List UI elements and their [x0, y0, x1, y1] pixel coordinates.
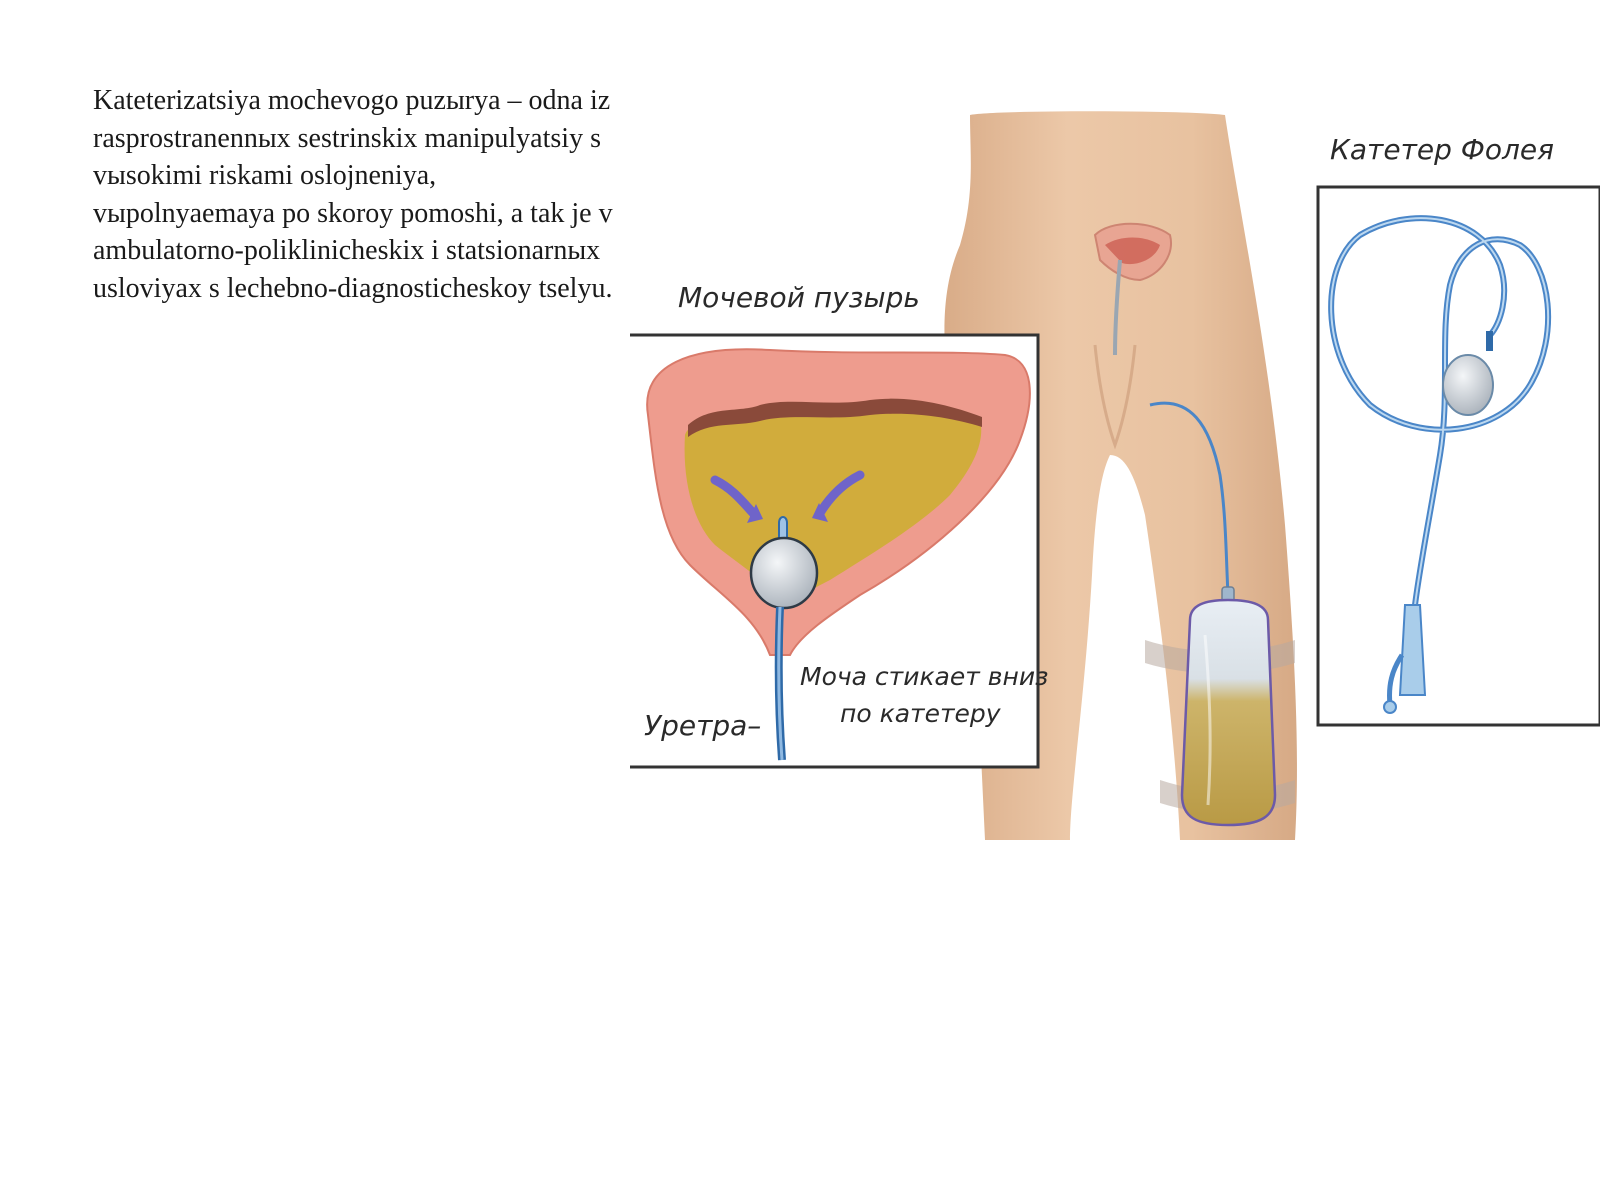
foley-tip	[1486, 331, 1493, 351]
catheter-tube-highlight	[777, 606, 784, 761]
illustration-svg: Моча стикает вниз по катетеру Уретра– Мо…	[630, 111, 1600, 840]
crotch-shading	[1093, 344, 1137, 450]
drainage-tube	[1149, 401, 1230, 596]
bladder-urine-edge	[688, 398, 982, 437]
urine-flow-label-line1: Моча стикает вниз	[800, 662, 1048, 691]
bladder-label: Мочевой пузырь	[678, 281, 920, 314]
body-catheter	[1113, 259, 1122, 356]
urine-flow-label-line2: по катетеру	[840, 699, 1002, 728]
foley-inset-frame	[1316, 185, 1600, 727]
bladder-inset: Моча стикает вниз по катетеру Уретра–	[630, 333, 1048, 769]
foley-label: Катетер Фолея	[1330, 133, 1554, 166]
urethra-label: Уретра–	[644, 709, 761, 742]
foley-inset	[1316, 185, 1600, 727]
flow-arrow-right-head	[812, 503, 828, 522]
foley-connector	[1398, 604, 1427, 696]
slide-body-text: Kateterizatsiya mochevogo puzыrya – odna…	[93, 85, 613, 304]
bag-highlight	[1203, 634, 1212, 806]
foley-balloon	[1442, 354, 1494, 416]
catheterization-illustration: Моча стикает вниз по катетеру Уретра– Мо…	[630, 95, 1600, 865]
catheter-balloon	[749, 536, 819, 610]
flow-arrow-left-head	[747, 504, 763, 523]
urine-bag	[1180, 586, 1277, 827]
foley-catheter-highlight	[1330, 217, 1550, 656]
bag-body	[1180, 598, 1277, 827]
body-bladder-inner	[1105, 237, 1160, 265]
foley-side-port-cap	[1383, 700, 1397, 714]
